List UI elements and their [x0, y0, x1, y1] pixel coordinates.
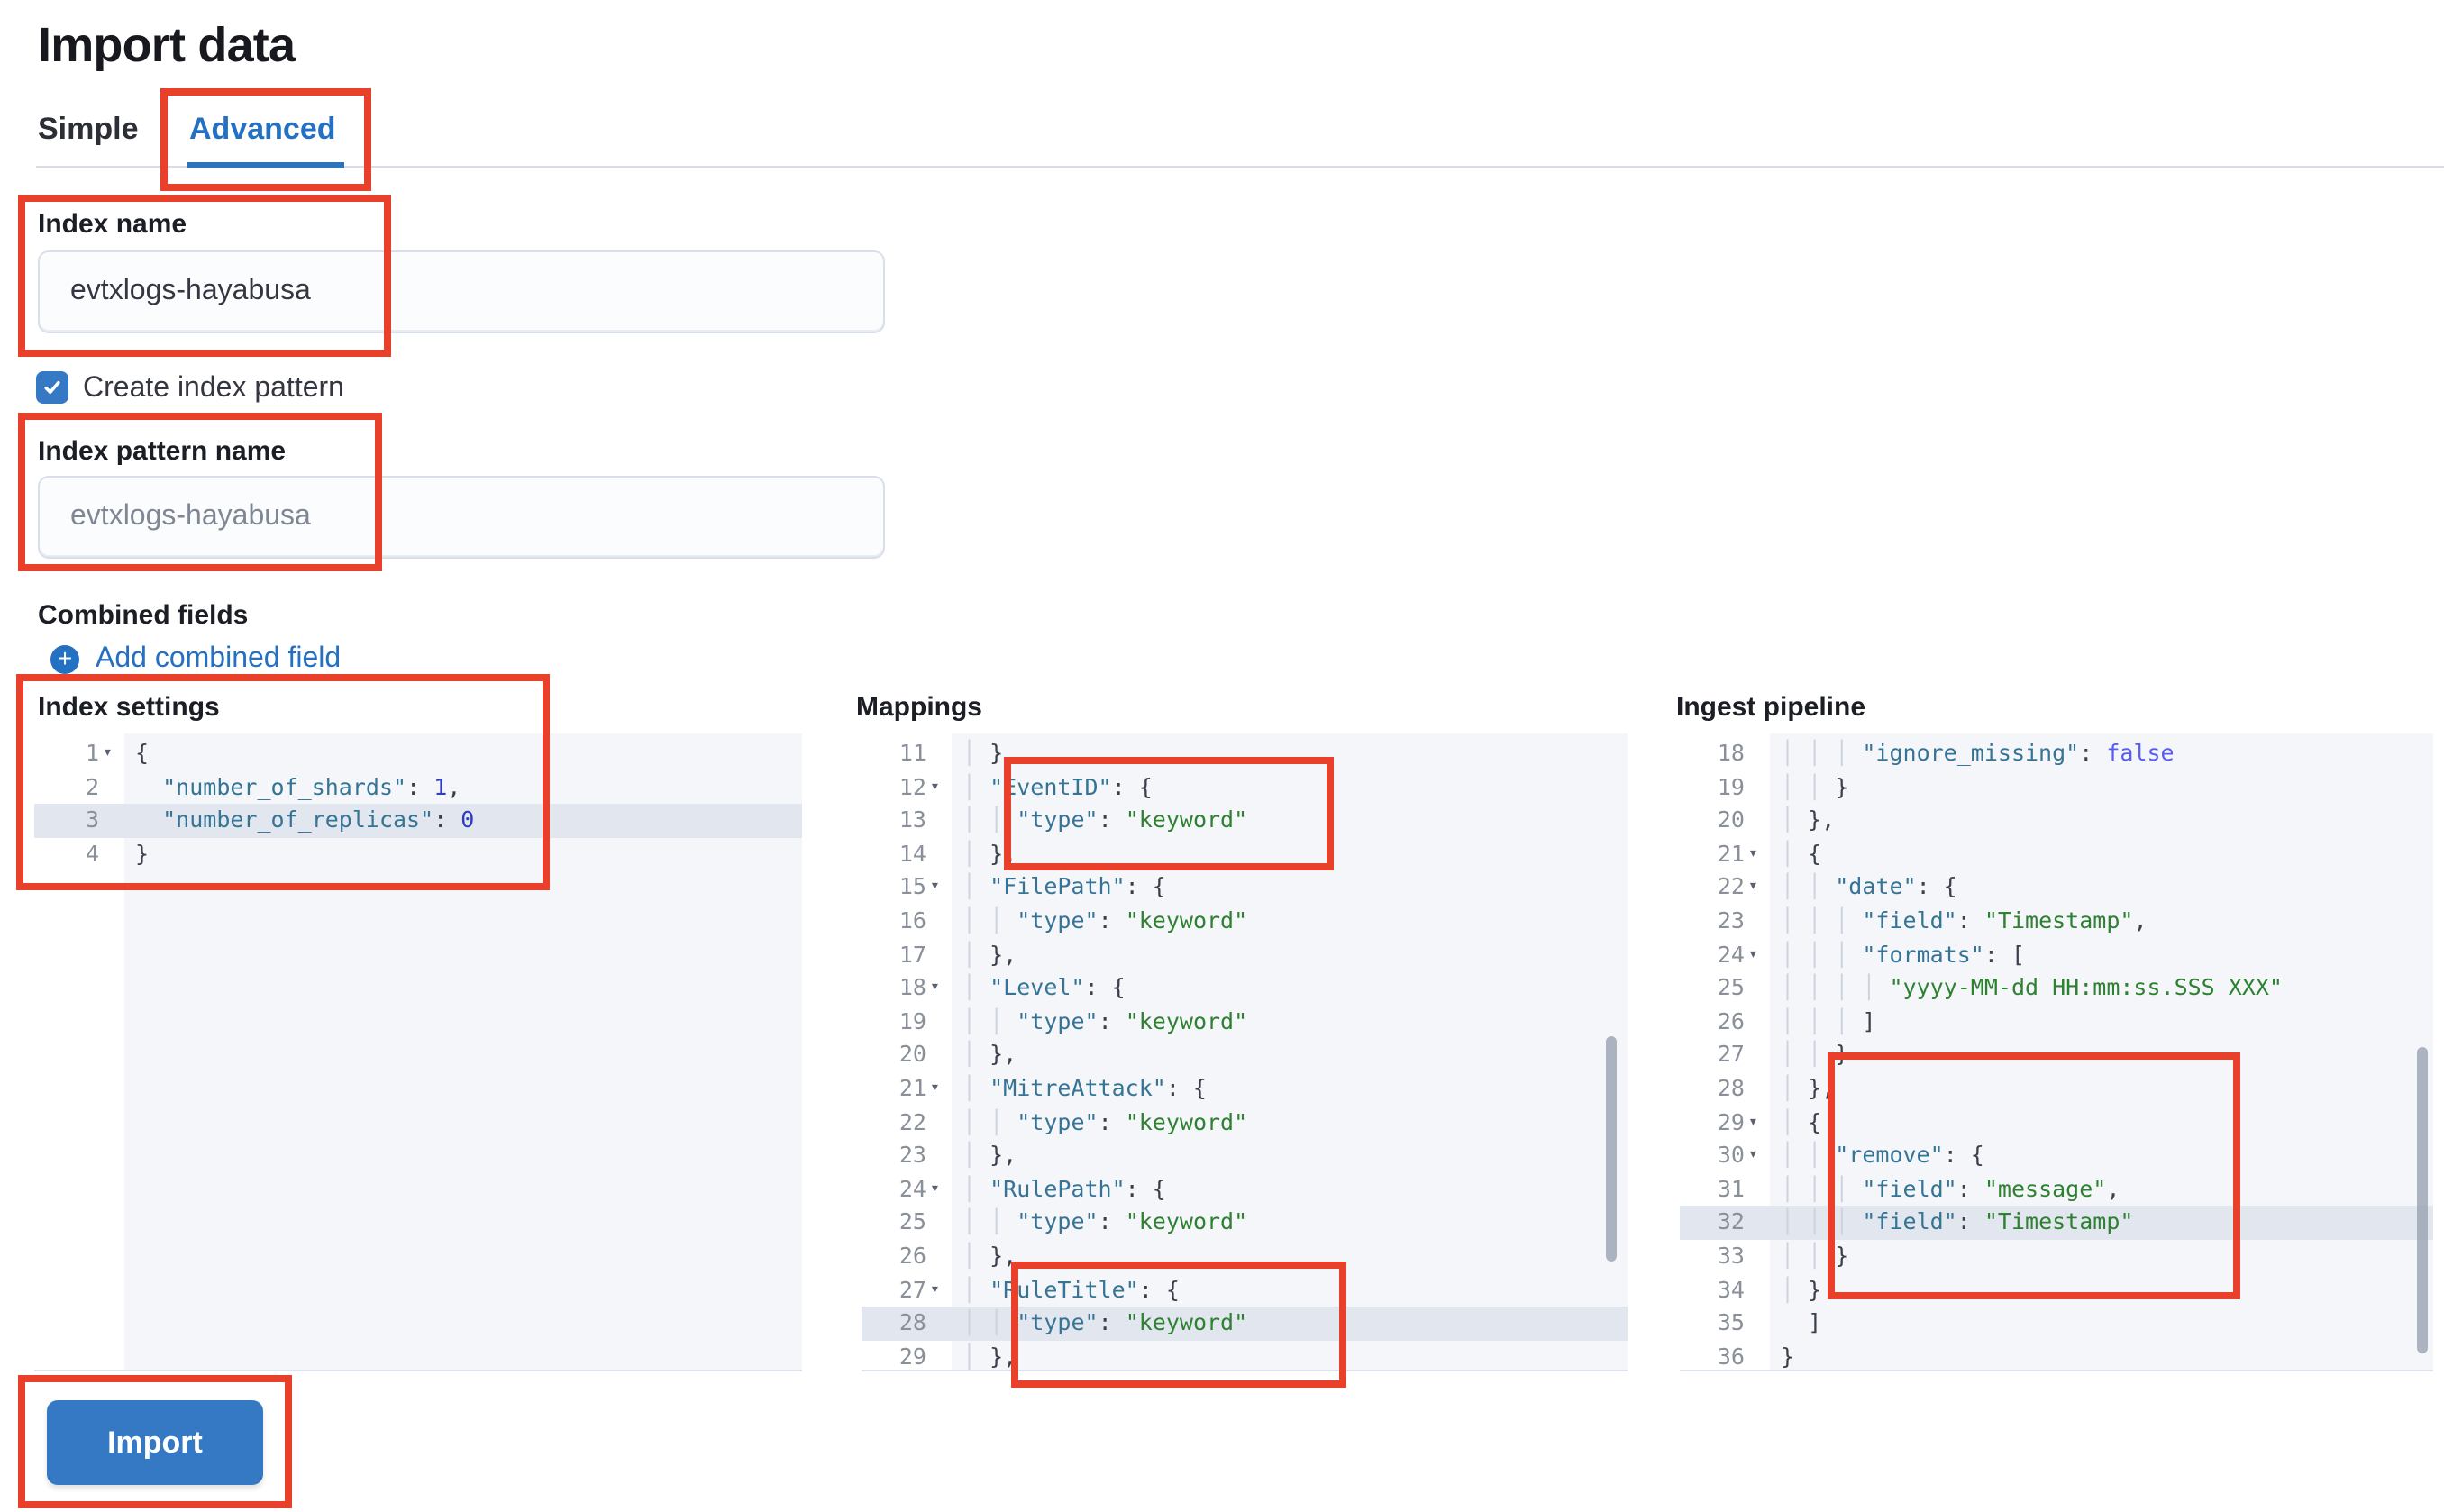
fold-arrow-icon[interactable]: ▾	[930, 1280, 940, 1299]
fold-arrow-icon[interactable]: ▾	[1748, 878, 1758, 897]
mappings-line-24: 24▾│ "RulePath": {	[862, 1173, 1628, 1207]
mappings-scrollbar-thumb[interactable]	[1606, 1036, 1617, 1262]
ingest-pipeline-gutter	[1680, 733, 1770, 1370]
page-title: Import data	[38, 18, 296, 72]
mappings-label: Mappings	[856, 692, 982, 723]
ingest-pipeline-line-24: 24▾│ │ │ "formats": [	[1680, 938, 2433, 972]
add-combined-field-link[interactable]: + Add combined field	[50, 643, 341, 676]
mappings-line-21: 21▾│ "MitreAttack": {	[862, 1072, 1628, 1107]
ingest-pipeline-line-23: 23│ │ │ "field": "Timestamp",	[1717, 906, 2148, 934]
index-pattern-name-placeholder: evtxlogs-hayabusa	[70, 501, 311, 532]
mappings-line-11: 11│ },	[898, 739, 1017, 766]
mappings-line-14: 14│ },	[898, 839, 1017, 867]
fold-arrow-icon[interactable]: ▾	[930, 878, 940, 897]
tab-simple[interactable]: Simple	[38, 112, 139, 146]
create-index-pattern-label: Create index pattern	[83, 373, 344, 404]
ingest-pipeline-line-36: 36}	[1717, 1342, 1795, 1370]
fold-arrow-icon[interactable]: ▾	[930, 1180, 940, 1198]
ingest-pipeline-line-31: 31│ │ │ "field": "message",	[1717, 1174, 2120, 1202]
ingest-pipeline-editor[interactable]: 18│ │ │ "ignore_missing": false 19│ │ } 20…	[1680, 733, 2433, 1371]
index-pattern-name-label: Index pattern name	[38, 436, 287, 467]
ingest-pipeline-line-22: 22▾│ │ "date": {	[1680, 871, 2433, 906]
mappings-line-25: 25│ │ "type": "keyword"	[898, 1207, 1248, 1235]
check-icon	[44, 380, 60, 395]
ingest-pipeline-line-21: 21▾│ {	[1680, 838, 2433, 872]
create-index-pattern-checkbox[interactable]	[36, 371, 68, 404]
mappings-line-29: 29│ },	[898, 1342, 1017, 1370]
ingest-pipeline-line-34: 34│ }	[1717, 1275, 1822, 1303]
index-settings-gutter	[34, 733, 124, 1370]
mappings-line-20: 20│ },	[898, 1040, 1017, 1068]
ingest-pipeline-line-32: 32│ │ │ "field": "Timestamp"	[1680, 1206, 2433, 1241]
mappings-line-18: 18▾│ "Level": {	[862, 971, 1628, 1006]
ingest-pipeline-line-28: 28│ },	[1717, 1074, 1836, 1101]
fold-arrow-icon[interactable]: ▾	[1748, 844, 1758, 863]
index-settings-line-1: 1▾{	[34, 737, 802, 771]
ingest-pipeline-line-20: 20│ },	[1717, 806, 1836, 833]
ingest-pipeline-line-19: 19│ │ }	[1717, 772, 1849, 800]
index-settings-line-2: 2 "number_of_shards": 1,	[85, 772, 461, 800]
ingest-pipeline-line-25: 25│ │ │ │ "yyyy-MM-dd HH:mm:ss.SSS XXX"	[1717, 973, 2283, 1001]
ingest-pipeline-label: Ingest pipeline	[1676, 692, 1866, 723]
active-tab-underline	[187, 162, 344, 168]
index-settings-label: Index settings	[38, 692, 220, 723]
fold-arrow-icon[interactable]: ▾	[103, 744, 113, 762]
ingest-pipeline-line-35: 35 ]	[1717, 1308, 1822, 1336]
add-combined-field-text: Add combined field	[96, 643, 342, 674]
ingest-pipeline-content	[1770, 733, 2433, 1370]
mappings-gutter	[862, 733, 952, 1370]
mappings-line-27: 27▾│ "RuleTitle": {	[862, 1273, 1628, 1307]
ingest-pipeline-line-27: 27│ │ }	[1717, 1040, 1849, 1068]
mappings-line-17: 17│ },	[898, 940, 1017, 968]
mappings-line-15: 15▾│ "FilePath": {	[862, 871, 1628, 906]
mappings-line-22: 22│ │ "type": "keyword"	[898, 1107, 1248, 1135]
ingest-pipeline-line-18: 18│ │ │ "ignore_missing": false	[1717, 739, 2175, 766]
index-name-label: Index name	[38, 209, 187, 240]
ingest-pipeline-scrollbar-thumb[interactable]	[2417, 1047, 2428, 1353]
tab-advanced[interactable]: Advanced	[189, 112, 336, 146]
tabs-divider	[36, 166, 2444, 168]
index-settings-editor[interactable]: 1▾{2 "number_of_shards": 1, 3 "number_of_…	[34, 733, 802, 1371]
mappings-line-26: 26│ },	[898, 1242, 1017, 1269]
fold-arrow-icon[interactable]: ▾	[1748, 945, 1758, 964]
ingest-pipeline-line-33: 33│ │ }	[1717, 1242, 1849, 1269]
fold-arrow-icon[interactable]: ▾	[1748, 1113, 1758, 1132]
mappings-line-28: 28│ │ "type": "keyword"	[862, 1307, 1628, 1342]
import-button[interactable]: Import	[47, 1400, 263, 1485]
combined-fields-label: Combined fields	[38, 600, 249, 631]
mappings-line-13: 13│ │ "type": "keyword"	[898, 806, 1248, 833]
ingest-pipeline-line-29: 29▾│ {	[1680, 1106, 2433, 1140]
index-settings-content	[124, 733, 802, 1370]
mappings-line-19: 19│ │ "type": "keyword"	[898, 1006, 1248, 1034]
fold-arrow-icon[interactable]: ▾	[930, 778, 940, 797]
index-name-input[interactable]: evtxlogs-hayabusa	[38, 250, 885, 333]
index-name-value: evtxlogs-hayabusa	[70, 276, 311, 306]
fold-arrow-icon[interactable]: ▾	[930, 1079, 940, 1098]
mappings-editor[interactable]: 11│ }, 12▾│ "EventID": {13│ │ "type": "ke…	[862, 733, 1628, 1371]
index-settings-line-3: 3 "number_of_replicas": 0	[34, 804, 802, 839]
mappings-line-16: 16│ │ "type": "keyword"	[898, 906, 1248, 934]
plus-in-circle-icon: +	[50, 644, 79, 674]
index-settings-line-4: 4}	[85, 839, 150, 867]
index-pattern-name-input[interactable]: evtxlogs-hayabusa	[38, 476, 885, 559]
mappings-line-23: 23│ },	[898, 1141, 1017, 1169]
fold-arrow-icon[interactable]: ▾	[930, 979, 940, 997]
ingest-pipeline-line-30: 30▾│ │ "remove": {	[1680, 1139, 2433, 1173]
ingest-pipeline-line-26: 26│ │ │ ]	[1717, 1006, 1876, 1034]
mappings-line-12: 12▾│ "EventID": {	[862, 770, 1628, 805]
fold-arrow-icon[interactable]: ▾	[1748, 1146, 1758, 1165]
